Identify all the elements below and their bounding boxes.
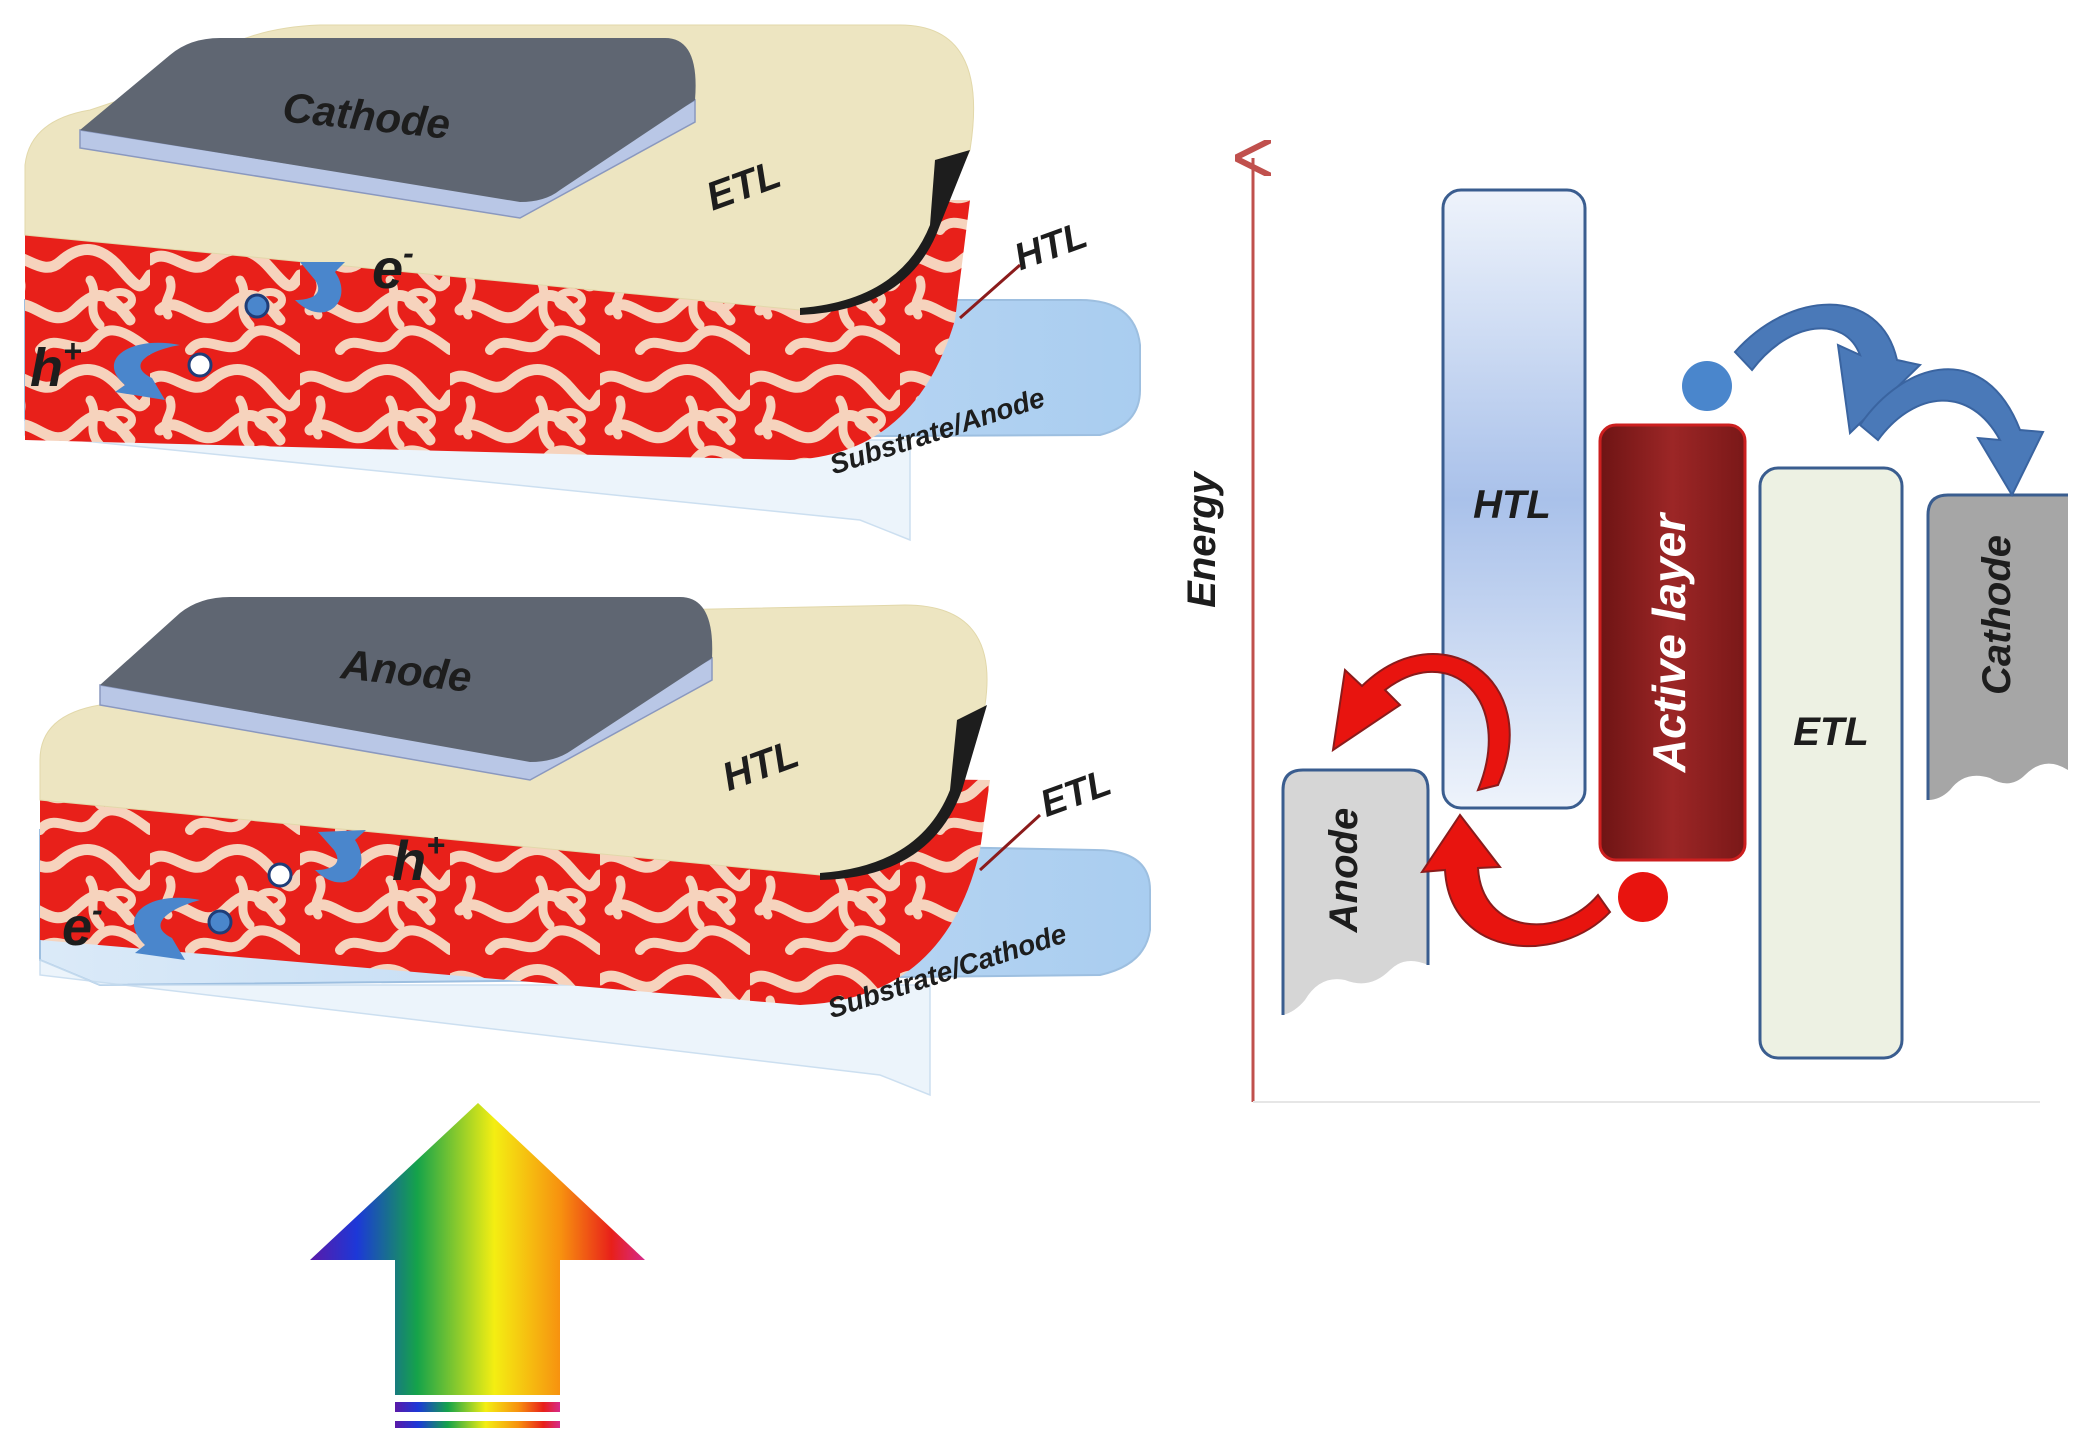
htl-level-label: HTL [1473, 483, 1551, 527]
electron-arrow-1 [1733, 303, 1923, 436]
bottom-electron-dot [207, 909, 233, 935]
hole-arrow-1 [1420, 813, 1612, 948]
anode-level [1283, 770, 1428, 1015]
anode-level-label: Anode [1322, 808, 1366, 933]
bottom-electrode-face [100, 597, 713, 762]
bottom-device [39, 597, 1151, 1097]
etl-level-label: ETL [1793, 710, 1869, 754]
bottom-hole-charge: + [426, 827, 445, 863]
top-electron-dot [244, 293, 270, 319]
anode-level-outline [1281, 768, 1430, 1015]
light-arrow-stripe-4 [395, 1421, 560, 1428]
top-electron-arrow [295, 262, 345, 313]
bottom-hole-dot [267, 862, 293, 888]
htl-level [1441, 188, 1587, 810]
bottom-carriers [133, 830, 366, 960]
bottom-hole-arrow [315, 830, 366, 883]
bottom-htl-edge [820, 705, 987, 880]
bottom-electron-charge: - [92, 892, 103, 928]
top-hole-charge: + [63, 333, 82, 369]
top-hole-letter: h [30, 338, 63, 398]
hole-arrow-2 [1331, 653, 1511, 792]
top-electron-letter: e [372, 237, 403, 300]
top-electrode-face [80, 38, 696, 202]
hole-carrier [1618, 872, 1668, 922]
light-arrow-stripe-2 [395, 1402, 560, 1412]
top-etl-edge [800, 150, 970, 315]
top-hole-dot [187, 352, 213, 378]
top-hole-arrow [113, 342, 180, 400]
bottom-electron-letter: e [62, 897, 92, 957]
incident-light-arrow [310, 1103, 645, 1428]
top-electron-label: e- [372, 235, 414, 300]
top-htl-label: HTL [1009, 214, 1093, 279]
cathode-level-label: Cathode [1975, 535, 2019, 695]
light-arrow-head [310, 1103, 645, 1395]
bottom-electron-arrow [133, 897, 200, 960]
top-hole-label: h+ [30, 333, 82, 398]
light-arrow-stripe-1 [395, 1395, 560, 1402]
bottom-electron-label: e- [62, 892, 103, 957]
bottom-hole-label: h+ [392, 827, 445, 892]
energy-axis-label: Energy [1180, 470, 1224, 607]
bottom-hole-letter: h [392, 829, 426, 892]
top-electron-charge: - [403, 235, 414, 271]
cathode-level [1928, 495, 2068, 800]
top-htl-pointer [959, 263, 1021, 320]
bottom-etl-label: ETL [1035, 762, 1117, 826]
top-device [24, 24, 1141, 542]
bottom-etl-pointer [978, 813, 1042, 872]
active-layer-label: Active layer [1643, 512, 1695, 773]
top-carriers [113, 262, 345, 400]
cathode-level-outline [1926, 493, 2068, 800]
energy-diagram [1253, 158, 2068, 1103]
electron-arrow-2 [1858, 368, 2045, 498]
etl-level [1758, 466, 1904, 1060]
active-layer-level [1598, 423, 1747, 862]
light-arrow-stripe-3 [395, 1412, 560, 1421]
electron-carrier [1682, 361, 1732, 411]
